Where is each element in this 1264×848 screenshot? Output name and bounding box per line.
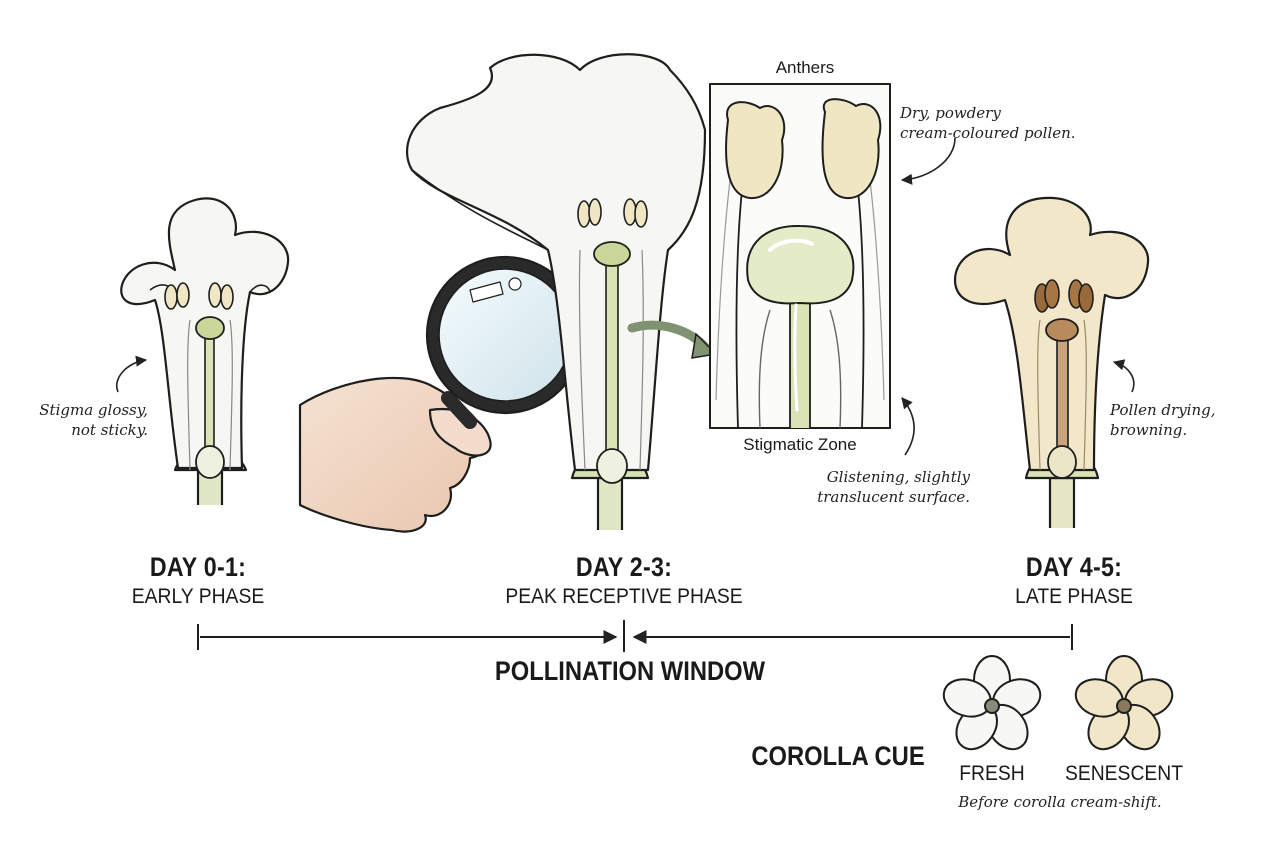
flower-late	[953, 196, 1150, 528]
corolla-note: Before corolla cream-shift.	[958, 793, 1162, 811]
late-note-line-2: browning.	[1110, 421, 1188, 439]
anther-note: Dry, powdery cream-coloured pollen.	[900, 103, 1076, 143]
fresh-flower-icon	[942, 655, 1042, 751]
anthers-label: Anthers	[775, 58, 835, 77]
timeline	[197, 620, 1073, 652]
corolla-cue-title: COROLLA CUE	[751, 741, 925, 771]
stage-late-phase: LATE PHASE	[1015, 585, 1133, 608]
early-note-line-1: Stigma glossy,	[39, 401, 148, 419]
pollination-window-label: POLLINATION WINDOW	[494, 656, 766, 686]
late-note: Pollen drying, browning.	[1110, 400, 1250, 440]
senescent-flower-icon	[1074, 655, 1174, 751]
stage-late-day: DAY 4-5:	[1025, 552, 1123, 582]
stage-peak-day: DAY 2-3:	[575, 552, 673, 582]
stigma-note-line-2: translucent surface.	[817, 488, 970, 506]
note-pointers	[115, 137, 1135, 456]
stage-peak-phase: PEAK RECEPTIVE PHASE	[505, 585, 743, 608]
magnified-inset	[709, 83, 891, 429]
hand-with-magnifier	[298, 255, 585, 533]
late-note-line-1: Pollen drying,	[1110, 401, 1216, 419]
stigma-note-line-1: Glistening, slightly	[826, 468, 970, 486]
early-note-line-2: not sticky.	[71, 421, 148, 439]
stigmatic-zone-label: Stigmatic Zone	[743, 435, 857, 454]
flower-early	[120, 197, 290, 505]
stage-early-day: DAY 0-1:	[149, 552, 247, 582]
fresh-label: FRESH	[959, 762, 1025, 785]
early-note: Stigma glossy, not sticky.	[20, 400, 148, 440]
flower-peak	[405, 53, 707, 530]
senescent-label: SENESCENT	[1064, 762, 1184, 785]
stigma-note: Glistening, slightly translucent surface…	[780, 467, 970, 507]
anther-note-line-1: Dry, powdery	[900, 104, 1001, 122]
anther-note-line-2: cream-coloured pollen.	[900, 124, 1076, 142]
stage-early-phase: EARLY PHASE	[131, 585, 265, 608]
